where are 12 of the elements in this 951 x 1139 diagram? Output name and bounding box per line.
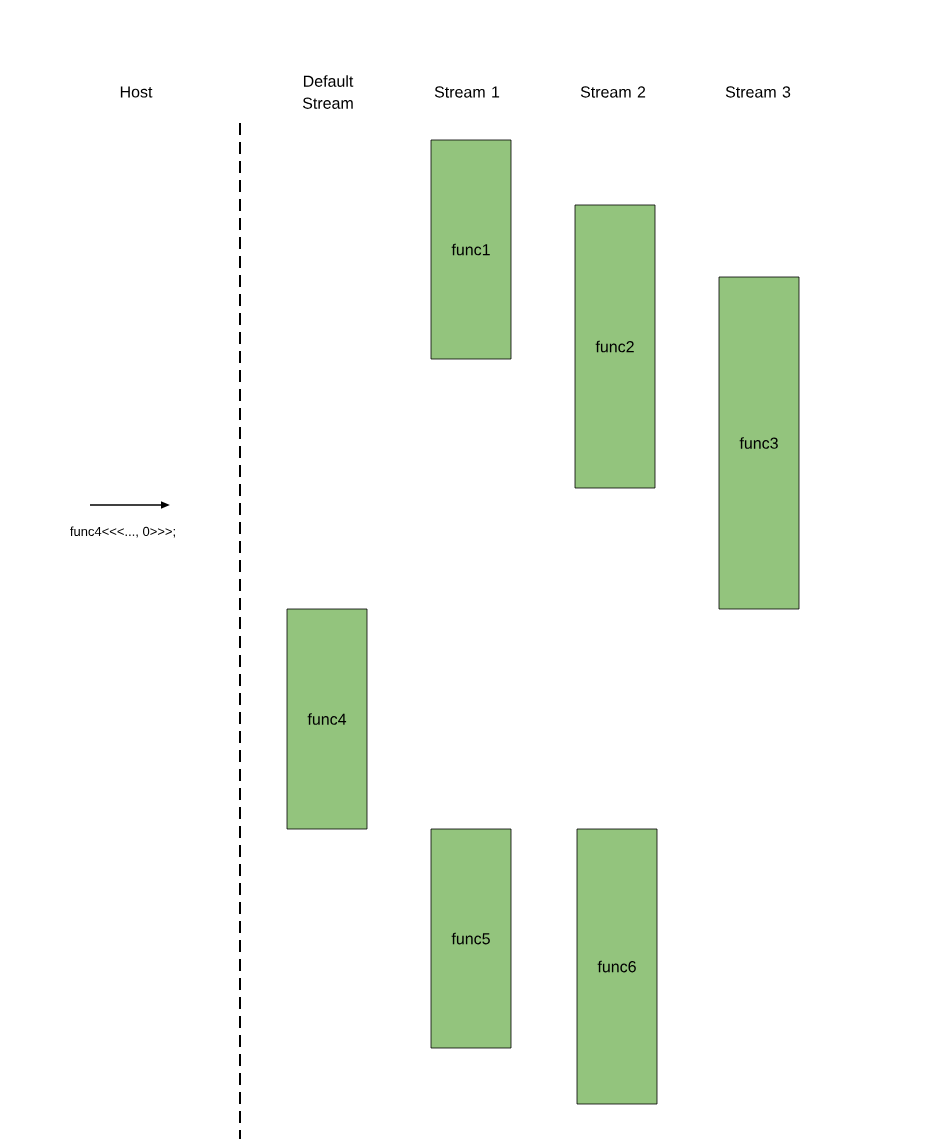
- column-header: Stream 3: [725, 86, 791, 98]
- process-box: func6: [576, 828, 658, 1105]
- process-box: func3: [718, 276, 800, 610]
- column-header: Default Stream: [302, 75, 354, 109]
- process-box: func1: [430, 139, 512, 360]
- process-box: func5: [430, 828, 512, 1049]
- column-header: Stream 2: [580, 86, 646, 98]
- column-header: Host: [120, 86, 153, 98]
- call-label: func4<<<..., 0>>>;: [70, 526, 175, 538]
- column-header: Stream 1: [434, 86, 500, 98]
- process-box: func2: [574, 204, 656, 489]
- process-box: func4: [286, 608, 368, 830]
